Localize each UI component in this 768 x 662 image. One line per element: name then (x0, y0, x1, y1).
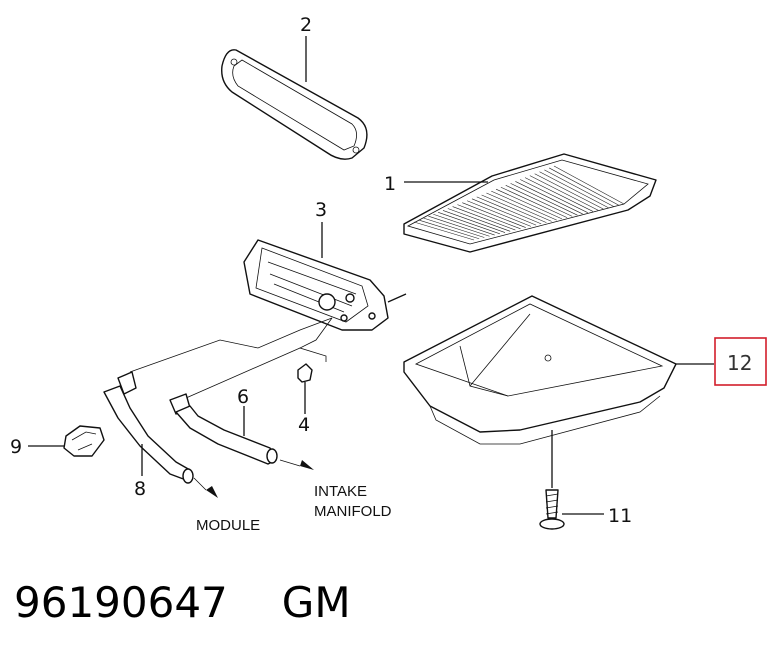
callout-8: 8 (134, 478, 146, 500)
tray-part-12 (403, 295, 714, 488)
screw-part-11 (539, 489, 604, 530)
callout-3: 3 (315, 199, 327, 221)
module-label: MODULE (196, 517, 260, 534)
housing-part-3 (243, 222, 407, 331)
gasket-part-2 (221, 36, 368, 160)
callout-2: 2 (300, 14, 312, 36)
leader-lines (129, 317, 333, 399)
filter-part-1 (403, 153, 657, 253)
callout-6: 6 (237, 386, 249, 408)
callout-1: 1 (384, 173, 396, 195)
callout-12[interactable]: 12 (727, 351, 752, 375)
clip-part-4 (297, 363, 313, 414)
callout-4: 4 (298, 414, 310, 436)
callout-11: 11 (608, 505, 632, 527)
intake-label-line2: MANIFOLD (314, 503, 392, 520)
hose-part-6 (169, 393, 314, 470)
footer: 96190647 GM (14, 578, 351, 627)
part-number: 96190647 (14, 578, 228, 627)
hose-part-8 (103, 371, 218, 498)
callout-9: 9 (10, 436, 22, 458)
intake-label-line1: INTAKE (314, 483, 367, 500)
brand-name: GM (281, 578, 351, 627)
clamp-part-9 (28, 425, 105, 457)
highlight-box-12[interactable] (714, 337, 767, 386)
